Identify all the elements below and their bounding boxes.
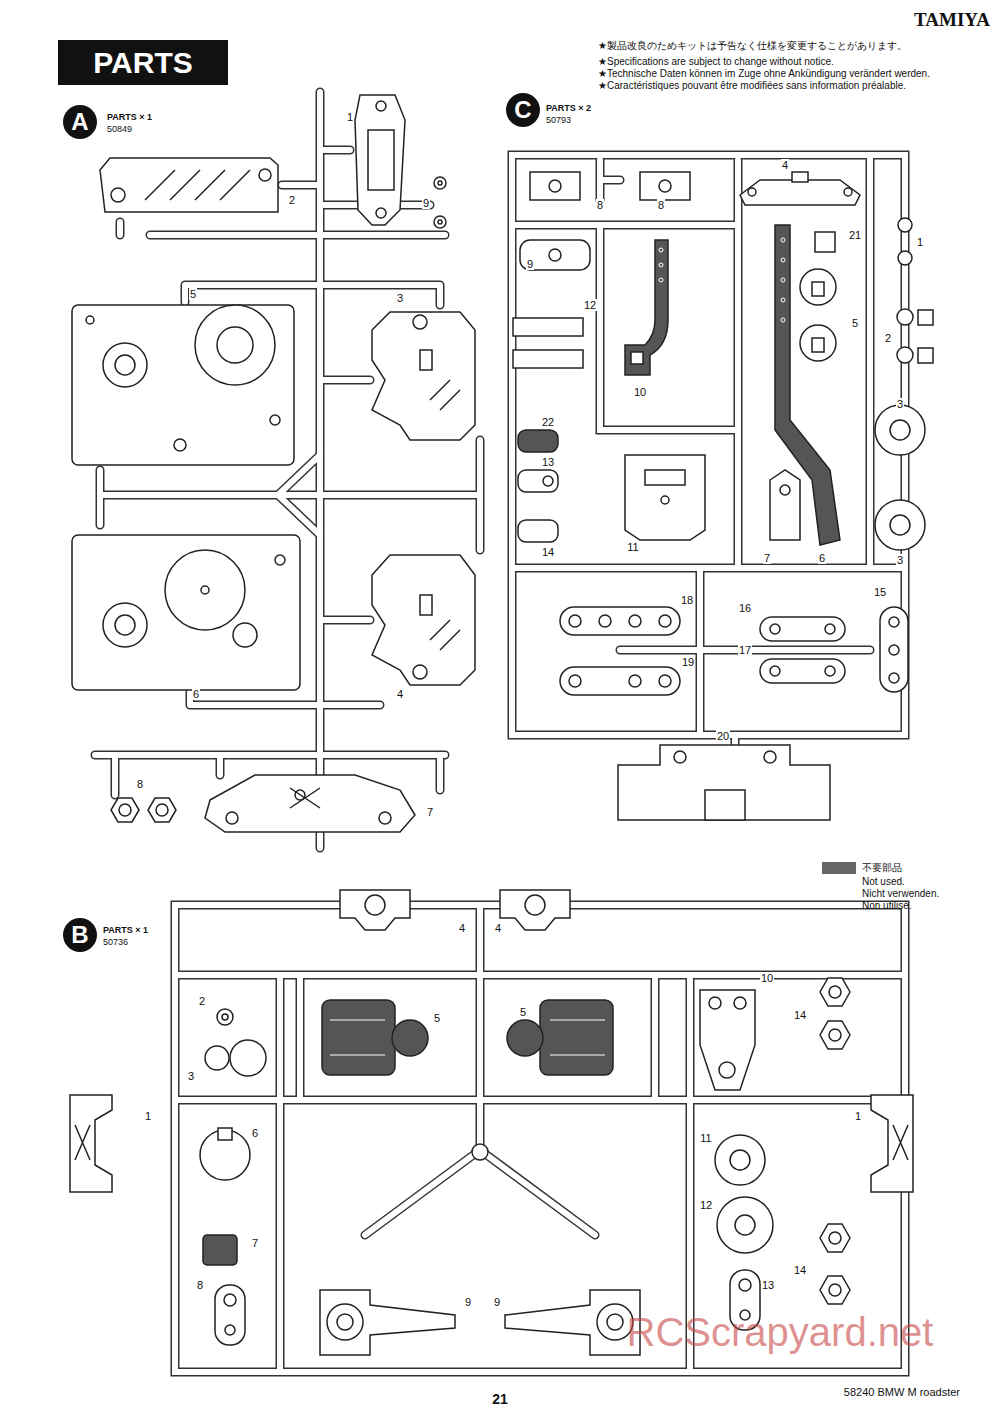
- callout-number: 3: [187, 1070, 195, 1082]
- callout-number: 3: [896, 398, 904, 410]
- note-text: 50849: [107, 125, 132, 135]
- callout-number: 22: [541, 416, 555, 428]
- note-text: Not used.: [862, 876, 905, 887]
- note-text: TAMIYA: [914, 10, 990, 31]
- title-band: PARTS: [58, 40, 228, 85]
- note-text: Nicht verwenden.: [862, 888, 939, 899]
- callout-number: 1: [854, 1110, 862, 1122]
- note-text: 50793: [546, 116, 571, 126]
- callout-number: 9: [526, 258, 534, 270]
- callout-number: 21: [848, 229, 862, 241]
- note-text: ★Caractéristiques pouvant être modifiées…: [598, 80, 906, 91]
- callout-number: 5: [189, 288, 197, 300]
- note-text: ★Technische Daten können im Zuge ohne An…: [598, 68, 930, 79]
- callout-number: 20: [716, 730, 730, 742]
- callout-number: 5: [433, 1012, 441, 1024]
- note-text: ★Specifications are subject to change wi…: [598, 56, 834, 67]
- callout-number: 9: [464, 1296, 472, 1308]
- callout-number: 12: [583, 299, 597, 311]
- callout-number: 18: [680, 594, 694, 606]
- note-text: Non utilisé.: [862, 900, 911, 911]
- tree-letter-circle: A: [63, 105, 97, 139]
- note-text: PARTS × 1: [107, 113, 152, 123]
- callout-number: 8: [657, 199, 665, 211]
- callout-number: 4: [458, 922, 466, 934]
- callout-number: 16: [738, 602, 752, 614]
- note-text: 58240 BMW M roadster: [844, 1386, 960, 1398]
- tree-letter: B: [71, 922, 88, 948]
- callout-number: 2: [884, 332, 892, 344]
- note-text: PARTS × 2: [546, 104, 591, 114]
- tree-letter: C: [514, 97, 531, 123]
- callout-number: 3: [396, 292, 404, 304]
- note-text: 50736: [103, 938, 128, 948]
- callout-number: 4: [781, 159, 789, 171]
- tree-letter-circle: B: [63, 918, 97, 952]
- callout-number: 6: [251, 1127, 259, 1139]
- legend-swatch: [822, 862, 856, 874]
- callout-number: 8: [196, 1279, 204, 1291]
- callout-number: 8: [596, 199, 604, 211]
- callout-number: 3: [896, 554, 904, 566]
- callout-number: 4: [494, 922, 502, 934]
- callout-number: 14: [793, 1264, 807, 1276]
- callout-number: 6: [192, 688, 200, 700]
- callout-number: 1: [916, 236, 924, 248]
- tree-letter: A: [71, 109, 88, 135]
- callout-number: 13: [541, 456, 555, 468]
- callout-number: 5: [519, 1006, 527, 1018]
- legend-text: 不要部品: [862, 862, 902, 873]
- note-text: ★製品改良のためキットは予告なく仕様を変更することがあります。: [598, 40, 907, 51]
- callout-number: 2: [198, 995, 206, 1007]
- callout-number: 19: [681, 656, 695, 668]
- watermark: RCScrapyard.net: [627, 1310, 934, 1354]
- callout-number: 1: [144, 1110, 152, 1122]
- callout-number: 9: [493, 1296, 501, 1308]
- callout-number: 10: [633, 386, 647, 398]
- title-text: PARTS: [93, 46, 192, 79]
- callout-number: 13: [761, 1279, 775, 1291]
- callout-number: 2: [288, 194, 296, 206]
- callout-number: 15: [873, 586, 887, 598]
- callout-number: 5: [851, 317, 859, 329]
- tree-letter-circle: C: [506, 93, 540, 127]
- callout-number: 7: [251, 1237, 259, 1249]
- callout-number: 1: [346, 111, 354, 123]
- callout-number: 4: [396, 688, 404, 700]
- note-text: 21: [492, 1392, 508, 1407]
- callout-number: 11: [626, 541, 639, 553]
- callout-number: 12: [699, 1199, 713, 1211]
- callout-number: 6: [818, 552, 826, 564]
- callout-number: 14: [793, 1009, 807, 1021]
- callout-number: 8: [136, 778, 144, 790]
- callout-number: 7: [426, 806, 434, 818]
- callout-number: 7: [763, 552, 771, 564]
- note-text: PARTS × 1: [103, 926, 148, 936]
- callout-number: 17: [738, 644, 752, 656]
- callout-number: 14: [541, 546, 555, 558]
- callout-number: 10: [760, 972, 774, 984]
- callout-number: 9: [422, 197, 430, 209]
- callout-number: 11: [699, 1132, 712, 1144]
